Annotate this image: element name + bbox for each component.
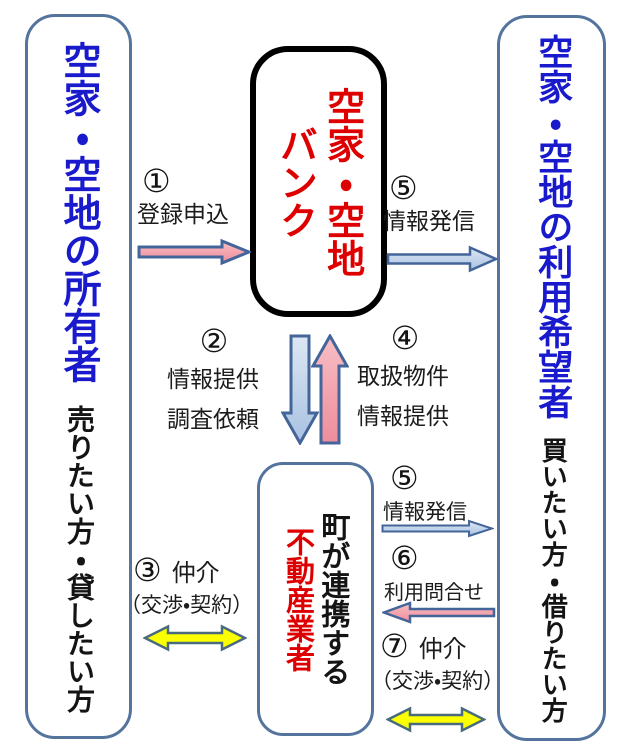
flow-2-text-line2: 調査依頼 — [167, 407, 259, 433]
flow-label-2: ② 情報提供 調査依頼 — [167, 324, 261, 438]
flow-1-text: 登録申込 — [137, 202, 229, 228]
flow-4-text-line1: 取扱物件 — [357, 364, 449, 390]
flow-5-top-number: ⑤ — [389, 169, 418, 207]
flow-6-number: ⑥ — [390, 539, 419, 577]
arrow-4-up-icon — [311, 334, 349, 445]
arrow-7-mediation-icon — [386, 706, 486, 733]
bank-box-text: 空家・空地 バンク — [271, 87, 365, 277]
bank-title-line2: バンク — [273, 124, 318, 239]
realtor-box-text: 町が連携する 不動産業者 — [280, 512, 351, 686]
flow-2-number: ② — [199, 322, 229, 360]
flow-5-top-text: 情報発信 — [383, 209, 475, 235]
owner-title: 空家・空地の所有者 — [57, 40, 102, 383]
flow-label-5-bottom: ⑤ 情報発信 — [383, 461, 467, 527]
arrow-5-info-top-icon — [386, 245, 498, 273]
flow-3-number: ③ — [133, 551, 162, 589]
flow-3-text: 仲介 — [171, 559, 220, 587]
flow-label-3: ③ 仲介 （交渉・契約） — [120, 553, 253, 617]
realtor-title-line1: 町が連携する — [316, 512, 351, 686]
flow-7-subtext: （交渉・契約） — [371, 669, 505, 693]
flow-label-5-top: ⑤ 情報発信 — [383, 171, 475, 237]
flow-7-text: 仲介 — [418, 635, 467, 663]
flow-label-1: ① 登録申込 — [137, 164, 229, 230]
arrow-3-mediation-icon — [143, 624, 247, 652]
bank-title-line1: 空家・空地 — [320, 86, 365, 277]
flow-label-4: ④ 取扱物件 情報提供 — [357, 321, 453, 435]
arrow-6-inquiry-icon — [382, 601, 496, 624]
flow-label-7: ⑦ 仲介 （交渉・契約） — [371, 629, 504, 693]
flow-4-text-line2: 情報提供 — [357, 404, 449, 430]
seeker-subtitle: 買いたい方・借りたい方 — [537, 436, 568, 723]
flow-3-subtext: （交渉・契約） — [120, 593, 254, 617]
arrow-2-down-icon — [281, 334, 319, 445]
flow-label-6: ⑥ 利用問合せ — [384, 541, 484, 607]
realtor-box: 町が連携する 不動産業者 — [257, 462, 374, 736]
owner-box: 空家・空地の所有者売りたい方・貸したい方 — [25, 14, 132, 739]
flow-2-text-line1: 情報提供 — [167, 367, 259, 393]
bank-box: 空家・空地 バンク — [250, 46, 387, 317]
flow-7-number: ⑦ — [380, 627, 409, 665]
flow-5-bottom-number: ⑤ — [390, 459, 419, 497]
flow-1-number: ① — [142, 162, 171, 200]
owner-subtitle: 売りたい方・貸したい方 — [63, 404, 97, 713]
arrow-5-info-bottom-icon — [381, 519, 494, 538]
seeker-box-text: 空家・空地の利用希望者買いたい方・借りたい方 — [530, 34, 573, 723]
flow-5-bottom-text: 情報発信 — [383, 500, 467, 524]
seeker-title: 空家・空地の利用希望者 — [532, 33, 573, 419]
arrow-1-registration-icon — [137, 239, 251, 265]
realtor-title-line2: 不動産業者 — [281, 526, 316, 672]
seeker-box: 空家・空地の利用希望者買いたい方・借りたい方 — [497, 15, 606, 741]
flow-4-number: ④ — [390, 319, 420, 357]
flow-6-text: 利用問合せ — [384, 580, 484, 604]
owner-box-text: 空家・空地の所有者売りたい方・貸したい方 — [55, 41, 102, 713]
